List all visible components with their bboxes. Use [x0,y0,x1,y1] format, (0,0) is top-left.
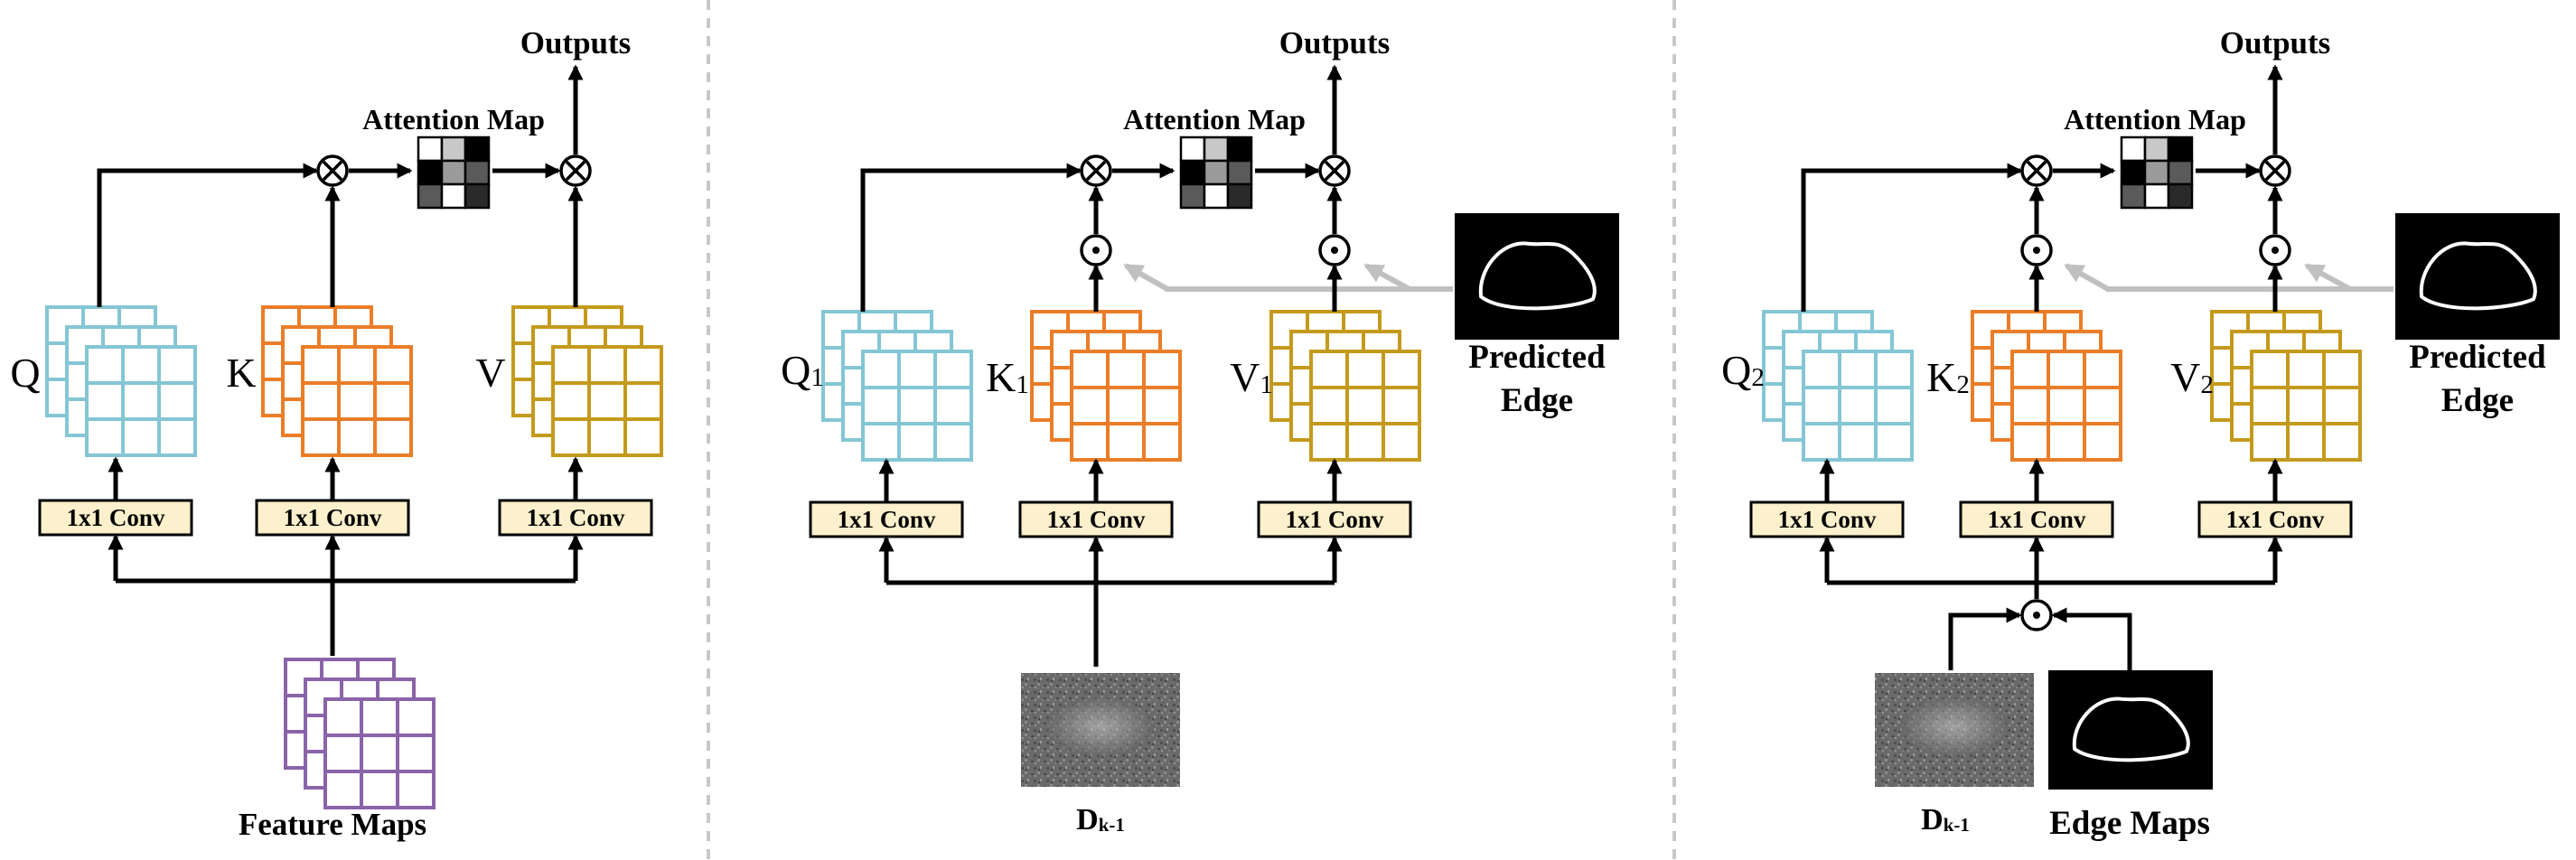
conv-label: 1x1 Conv [1778,506,1877,533]
q-to-multiply-arrow [97,163,319,307]
q-label: Q1 [781,347,824,393]
v-label: V2 [2170,354,2214,400]
input-ct-image [1021,673,1180,787]
conv-q-box: 1x1 Conv [1749,500,1905,538]
q-label: Q [10,350,40,396]
circle-times-icon [559,154,592,187]
edge-maps-label: Edge Maps [2049,805,2210,842]
k-label: K1 [986,354,1029,400]
outputs-label: Outputs [1279,25,1391,61]
v-label: V1 [1230,354,1273,400]
key-grid-stack [261,305,413,457]
conv-k-box: 1x1 Conv [255,499,410,537]
conv-q-box: 1x1 Conv [809,500,964,538]
query-grid-stack [821,310,973,462]
conv-v-box: 1x1 Conv [2197,500,2353,538]
conv-q-box: 1x1 Conv [38,499,193,537]
input-dk-label: Dk-1 [1076,803,1125,837]
attention-map-grid [2120,136,2194,210]
circle-times-icon [2259,154,2291,187]
q-to-multiply-arrow [1801,163,2023,312]
conv-k-box: 1x1 Conv [1018,500,1174,538]
key-grid-stack [1971,310,2122,462]
circle-dot-icon [2020,234,2053,266]
edge-maps-image [2048,670,2213,790]
conv-v-box: 1x1 Conv [498,499,653,537]
conv-v-box: 1x1 Conv [1257,500,1412,538]
conv-k-box: 1x1 Conv [1959,500,2114,538]
predicted-edge-label-2: Edge [2441,382,2514,419]
circle-dot-icon [2020,599,2053,631]
attention-map-label: Attention Map [1123,103,1306,136]
input-dk-label: Dk-1 [1921,803,1970,837]
predicted-edge-image [1455,213,1619,340]
edge-to-dot-arrow [2051,607,2132,670]
predicted-edge-label-2: Edge [1501,382,1573,419]
edge-to-v-gray-arrow [1363,263,1411,292]
query-grid-stack [45,305,197,457]
edge-to-k-gray-arrow [2064,263,2110,292]
conv-label: 1x1 Conv [838,506,936,533]
v-label: V [475,350,505,396]
conv-label: 1x1 Conv [2226,506,2325,533]
conv-label: 1x1 Conv [1286,506,1384,533]
q-label: Q2 [1721,347,1765,393]
predicted-edge-image [2395,213,2560,340]
attention-map-label: Attention Map [362,103,545,136]
conv-label: 1x1 Conv [1988,506,2086,533]
ct-to-dot-arrow [1948,607,2022,670]
attention-map-label: Attention Map [2064,103,2246,136]
outputs-label: Outputs [2220,25,2331,61]
predicted-edge-label: Predicted [2409,339,2546,376]
feature-maps-label: Feature Maps [239,807,426,842]
attention-map-grid [417,136,491,210]
query-grid-stack [1762,310,1914,462]
circle-times-icon [316,154,349,187]
value-grid-stack [1269,310,1421,462]
feature-maps-grid-stack [284,658,436,809]
edge-to-k-gray-arrow [1123,263,1169,292]
key-grid-stack [1030,310,1182,462]
conv-label: 1x1 Conv [1047,506,1146,533]
circle-times-icon [2020,154,2053,187]
circle-times-icon [1080,154,1112,187]
circle-dot-icon [1318,234,1351,266]
edge-to-v-gray-arrow [2304,263,2352,292]
value-grid-stack [2210,310,2362,462]
k-label: K [226,350,256,396]
circle-dot-icon [1080,234,1112,266]
attention-map-grid [1179,136,1253,210]
circle-dot-icon [2259,234,2291,266]
value-grid-stack [511,305,663,457]
q-to-multiply-arrow [860,163,1082,312]
outputs-label: Outputs [520,25,632,61]
conv-label: 1x1 Conv [284,504,382,531]
predicted-edge-label: Predicted [1468,339,1606,376]
k-label: K2 [1926,354,1970,400]
input-ct-image [1875,673,2034,787]
conv-label: 1x1 Conv [67,504,165,531]
circle-times-icon [1318,154,1351,187]
conv-label: 1x1 Conv [527,504,625,531]
